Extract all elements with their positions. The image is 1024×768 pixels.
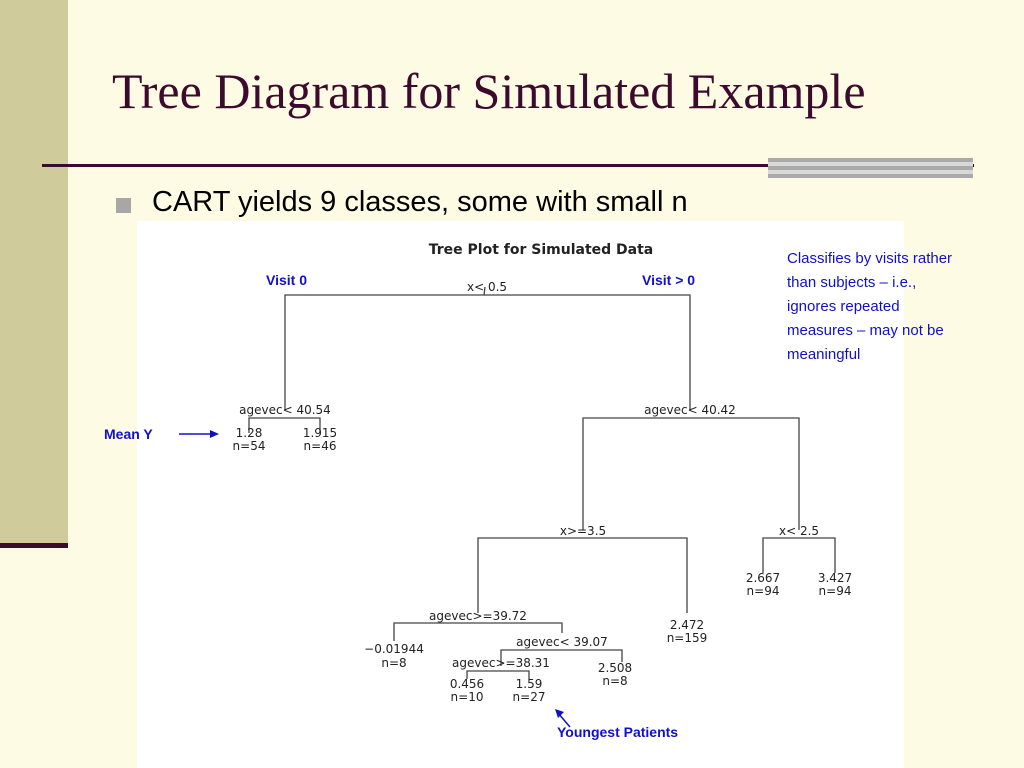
branch-right-right [762,537,836,573]
plot-title: Tree Plot for Simulated Data [429,242,654,258]
leaf-n: n=94 [819,584,852,598]
branch-rll-right [500,649,623,666]
leaf-n: n=27 [513,690,546,704]
title-divider [42,164,974,167]
tree-branches [248,286,836,679]
split-right-left: x>=3.5 [560,524,606,538]
youngest-patients-label: Youngest Patients [557,724,679,740]
leaf-n: n=159 [667,631,708,645]
leaf-mean: 2.667 [746,571,780,585]
annotation-arrows [179,430,571,728]
branch-right [582,417,800,530]
leaf-mean: 1.59 [516,677,543,691]
leaf-n: n=94 [747,584,780,598]
leaf-mean: −0.01944 [364,642,424,656]
root-tick [483,286,486,296]
split-rll-right: agevec< 39.07 [516,635,608,649]
arrowhead-icon [210,430,219,438]
split-rl-left: agevec>=39.72 [429,609,527,623]
tree-plot-panel: Tree Plot for Simulated Data x< 0.5 agev… [137,221,904,768]
leaf-mean: 2.508 [598,661,632,675]
leaf-n: n=46 [304,439,337,453]
branch-right-left [477,537,688,613]
left-decorative-band [0,0,68,545]
leaf-n: n=54 [233,439,266,453]
leaf-n: n=8 [381,656,406,670]
branch-left [248,417,321,433]
split-right: agevec< 40.42 [644,403,736,417]
leaf-mean: 1.28 [236,426,263,440]
branch-rl-left [393,622,563,641]
branch-root [284,294,691,410]
divider-accent-box [768,158,973,178]
visit0-label: Visit 0 [266,272,307,288]
split-left: agevec< 40.54 [239,403,331,417]
tree-diagram: Tree Plot for Simulated Data x< 0.5 agev… [179,242,852,728]
visit-gt0-label: Visit > 0 [642,272,696,288]
leaf-mean: 0.456 [450,677,484,691]
side-note: Classifies by visits rather than subject… [787,250,953,363]
split-right-right: x< 2.5 [779,524,819,538]
leaf-mean: 3.427 [818,571,852,585]
leaf-mean: 1.915 [303,426,337,440]
bullet-text: CART yields 9 classes, some with small n [152,186,688,218]
arrowhead-icon [555,709,564,718]
leaf-n: n=10 [451,690,484,704]
leaf-mean: 2.472 [670,618,704,632]
bullet-square-icon [116,198,131,213]
split-rllr-left: agevec>=38.31 [452,656,550,670]
mean-y-label: Mean Y [104,426,153,442]
split-root: x< 0.5 [467,280,507,294]
branch-rllr-left [466,670,530,679]
leaf-n: n=8 [602,674,627,688]
left-band-accent-line [0,543,68,548]
slide-title: Tree Diagram for Simulated Example [112,63,866,119]
